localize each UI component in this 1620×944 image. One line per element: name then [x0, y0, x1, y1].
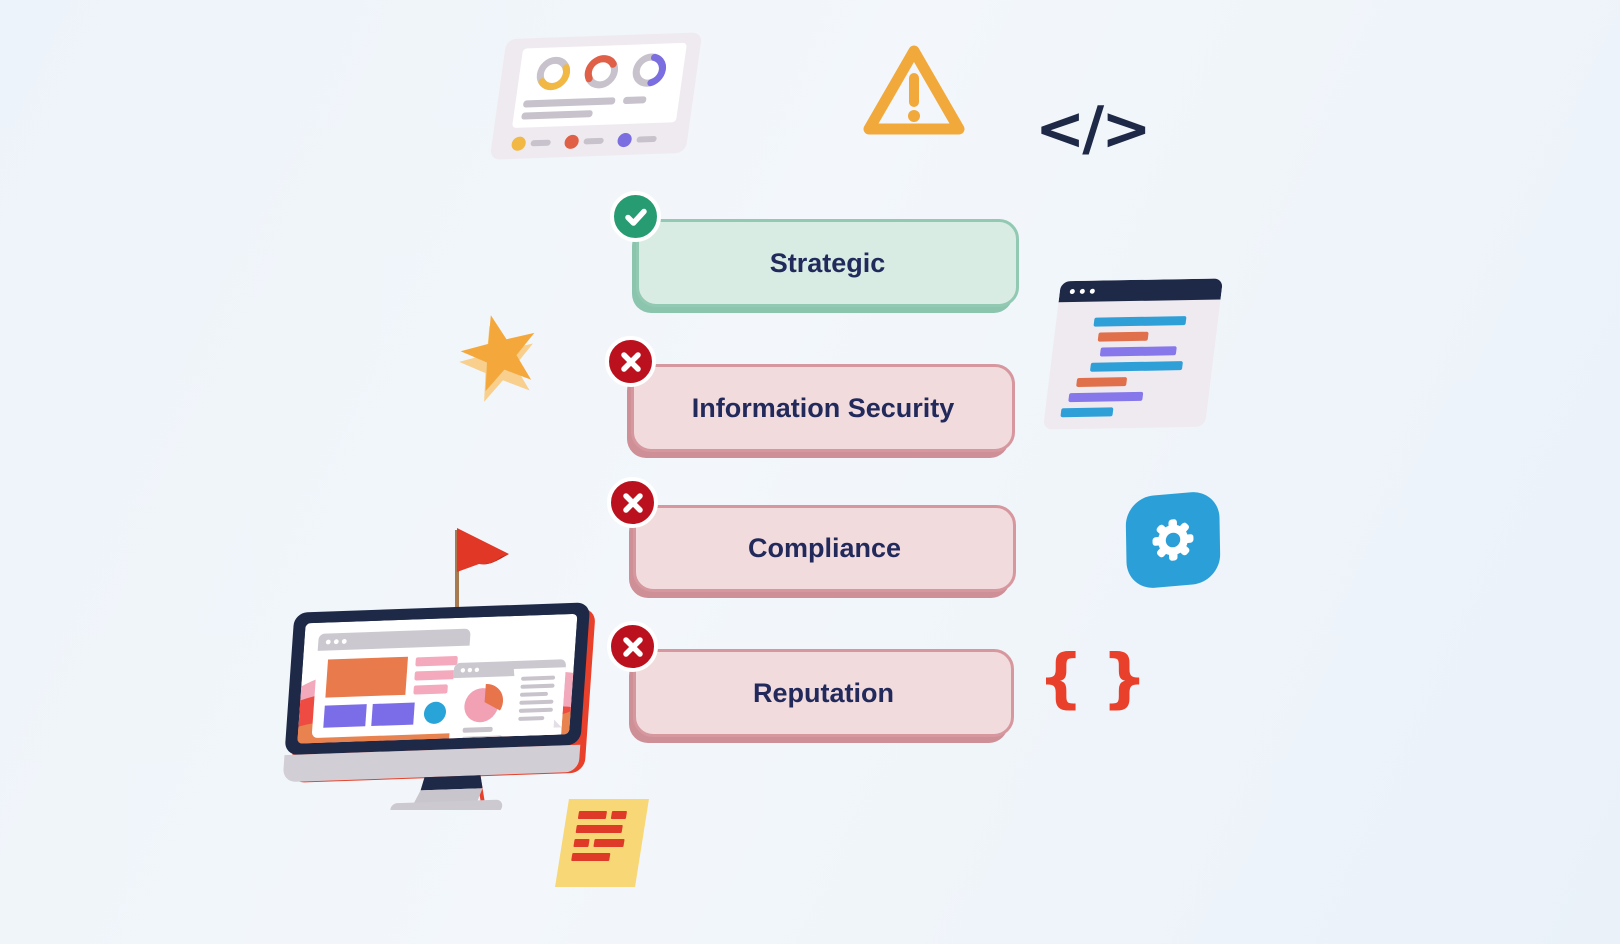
- option-row-information-security: Information Security: [605, 336, 1015, 452]
- check-icon: [624, 208, 647, 226]
- code-tag-icon: </>: [1035, 94, 1151, 164]
- donut-chart-yellow-icon: [536, 56, 571, 91]
- dashboard-text-bar: [522, 97, 616, 108]
- donut-chart-purple-icon: [632, 53, 667, 87]
- curly-braces-icon: { }: [1038, 642, 1147, 716]
- dashboard-text-bar: [521, 110, 594, 120]
- cross-icon: [622, 492, 643, 513]
- sticky-note-icon: [555, 799, 649, 887]
- option-information-security-button[interactable]: Information Security: [631, 364, 1015, 452]
- correct-check-badge: [610, 191, 661, 242]
- red-flag-icon: [455, 528, 509, 614]
- desktop-monitor-illustration: [283, 518, 603, 818]
- editor-code-lines: [1044, 299, 1220, 418]
- star-icon: [438, 306, 564, 417]
- option-compliance-button[interactable]: Compliance: [633, 505, 1016, 592]
- window-dot: [1089, 288, 1096, 294]
- monitor-body: [283, 602, 595, 810]
- incorrect-cross-badge: [607, 477, 658, 528]
- brace-open: {: [1038, 642, 1084, 716]
- legend-item-purple: [616, 132, 658, 148]
- brace-close: }: [1101, 642, 1148, 716]
- legend-item-yellow: [510, 136, 552, 152]
- option-strategic-button[interactable]: Strategic: [636, 219, 1019, 307]
- analytics-dashboard-illustration: [489, 32, 703, 160]
- window-dot: [1069, 289, 1076, 295]
- editor-title-bar: [1058, 278, 1224, 303]
- warning-triangle-icon: [858, 40, 970, 149]
- donut-chart-orange-icon: [584, 55, 619, 89]
- cross-icon: [622, 636, 643, 657]
- dashboard-text-bar: [622, 96, 648, 105]
- option-row-compliance: Compliance: [607, 477, 1016, 592]
- cross-icon: [620, 351, 641, 372]
- incorrect-cross-badge: [605, 336, 656, 387]
- code-editor-window: [1042, 278, 1224, 430]
- dashboard-panel: [511, 42, 688, 128]
- window-dot: [1079, 288, 1086, 294]
- incorrect-cross-badge: [607, 621, 658, 672]
- option-row-reputation: Reputation: [607, 621, 1014, 737]
- option-reputation-button[interactable]: Reputation: [633, 649, 1014, 737]
- legend-item-orange: [563, 134, 605, 150]
- option-row-strategic: Strategic: [610, 191, 1019, 307]
- gear-icon: [1125, 489, 1221, 591]
